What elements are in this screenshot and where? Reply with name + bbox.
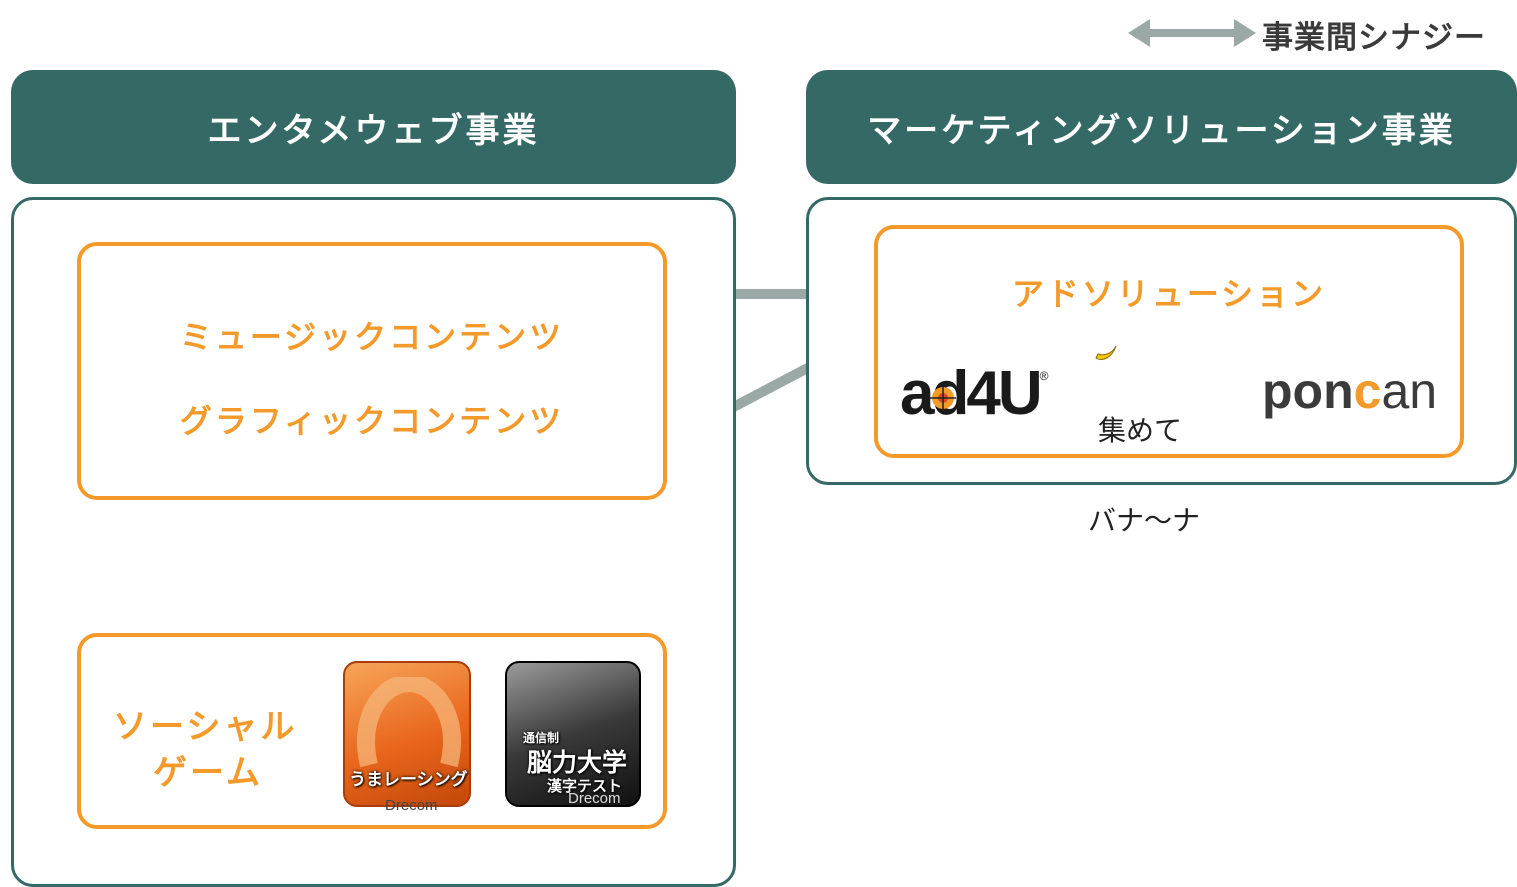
nouryoku-daigaku-game-icon: 通信制 脳力大学 漢字テスト <box>505 661 641 807</box>
nouryoku-daigaku-subtitle: 漢字テスト <box>547 777 623 795</box>
marketing-segment-title: マーケティングソリューション事業 <box>867 110 1456 151</box>
entertainment-segment-title: エンタメウェブ事業 <box>207 110 540 151</box>
nouryoku-daigaku-small-title: 通信制 <box>523 731 560 745</box>
uma-racing-title: うまレーシング <box>349 770 468 790</box>
poncan-logo: poncan <box>1262 362 1437 420</box>
music-content-label: ミュージックコンテンツ <box>179 318 565 356</box>
registered-mark: ® <box>1039 369 1049 383</box>
poncan-logo-part3: an <box>1381 363 1438 419</box>
entertainment-segment-header: エンタメウェブ事業 <box>11 70 736 184</box>
atsume-line1: 集めて <box>1098 414 1183 447</box>
graphic-content-label: グラフィックコンテンツ <box>179 402 565 440</box>
poncan-logo-part2: c <box>1353 363 1382 419</box>
atsume-line2: バナ～ナ <box>1088 504 1201 537</box>
social-game-label-line2: ゲーム <box>153 753 263 793</box>
uma-racing-maker: Drecom <box>385 797 438 814</box>
horseshoe-icon <box>357 677 461 767</box>
ad4u-logo-text: ad4U <box>900 359 1043 428</box>
legend-arrow-icon <box>1128 19 1256 47</box>
nouryoku-daigaku-title: 脳力大学 <box>527 748 628 777</box>
nouryoku-daigaku-maker: Drecom <box>568 790 621 807</box>
ad4u-logo: ad4U® <box>900 358 1048 429</box>
marketing-segment-header: マーケティングソリューション事業 <box>806 70 1517 184</box>
social-game-label-line1: ソーシャル <box>113 707 298 747</box>
legend-label: 事業間シナジー <box>1262 20 1486 56</box>
target-icon <box>930 385 956 411</box>
ad-solution-box: アドソリューション <box>874 225 1464 458</box>
uma-racing-game-icon: うまレーシング <box>343 661 471 807</box>
content-box: ミュージックコンテンツ グラフィックコンテンツ <box>77 242 667 500</box>
ad-solution-title: アドソリューション <box>1011 275 1327 313</box>
banana-icon <box>1095 345 1117 360</box>
atsume-banana-logo: 集めて バナ～ナ <box>1088 356 1200 566</box>
poncan-logo-part1: pon <box>1262 363 1354 419</box>
